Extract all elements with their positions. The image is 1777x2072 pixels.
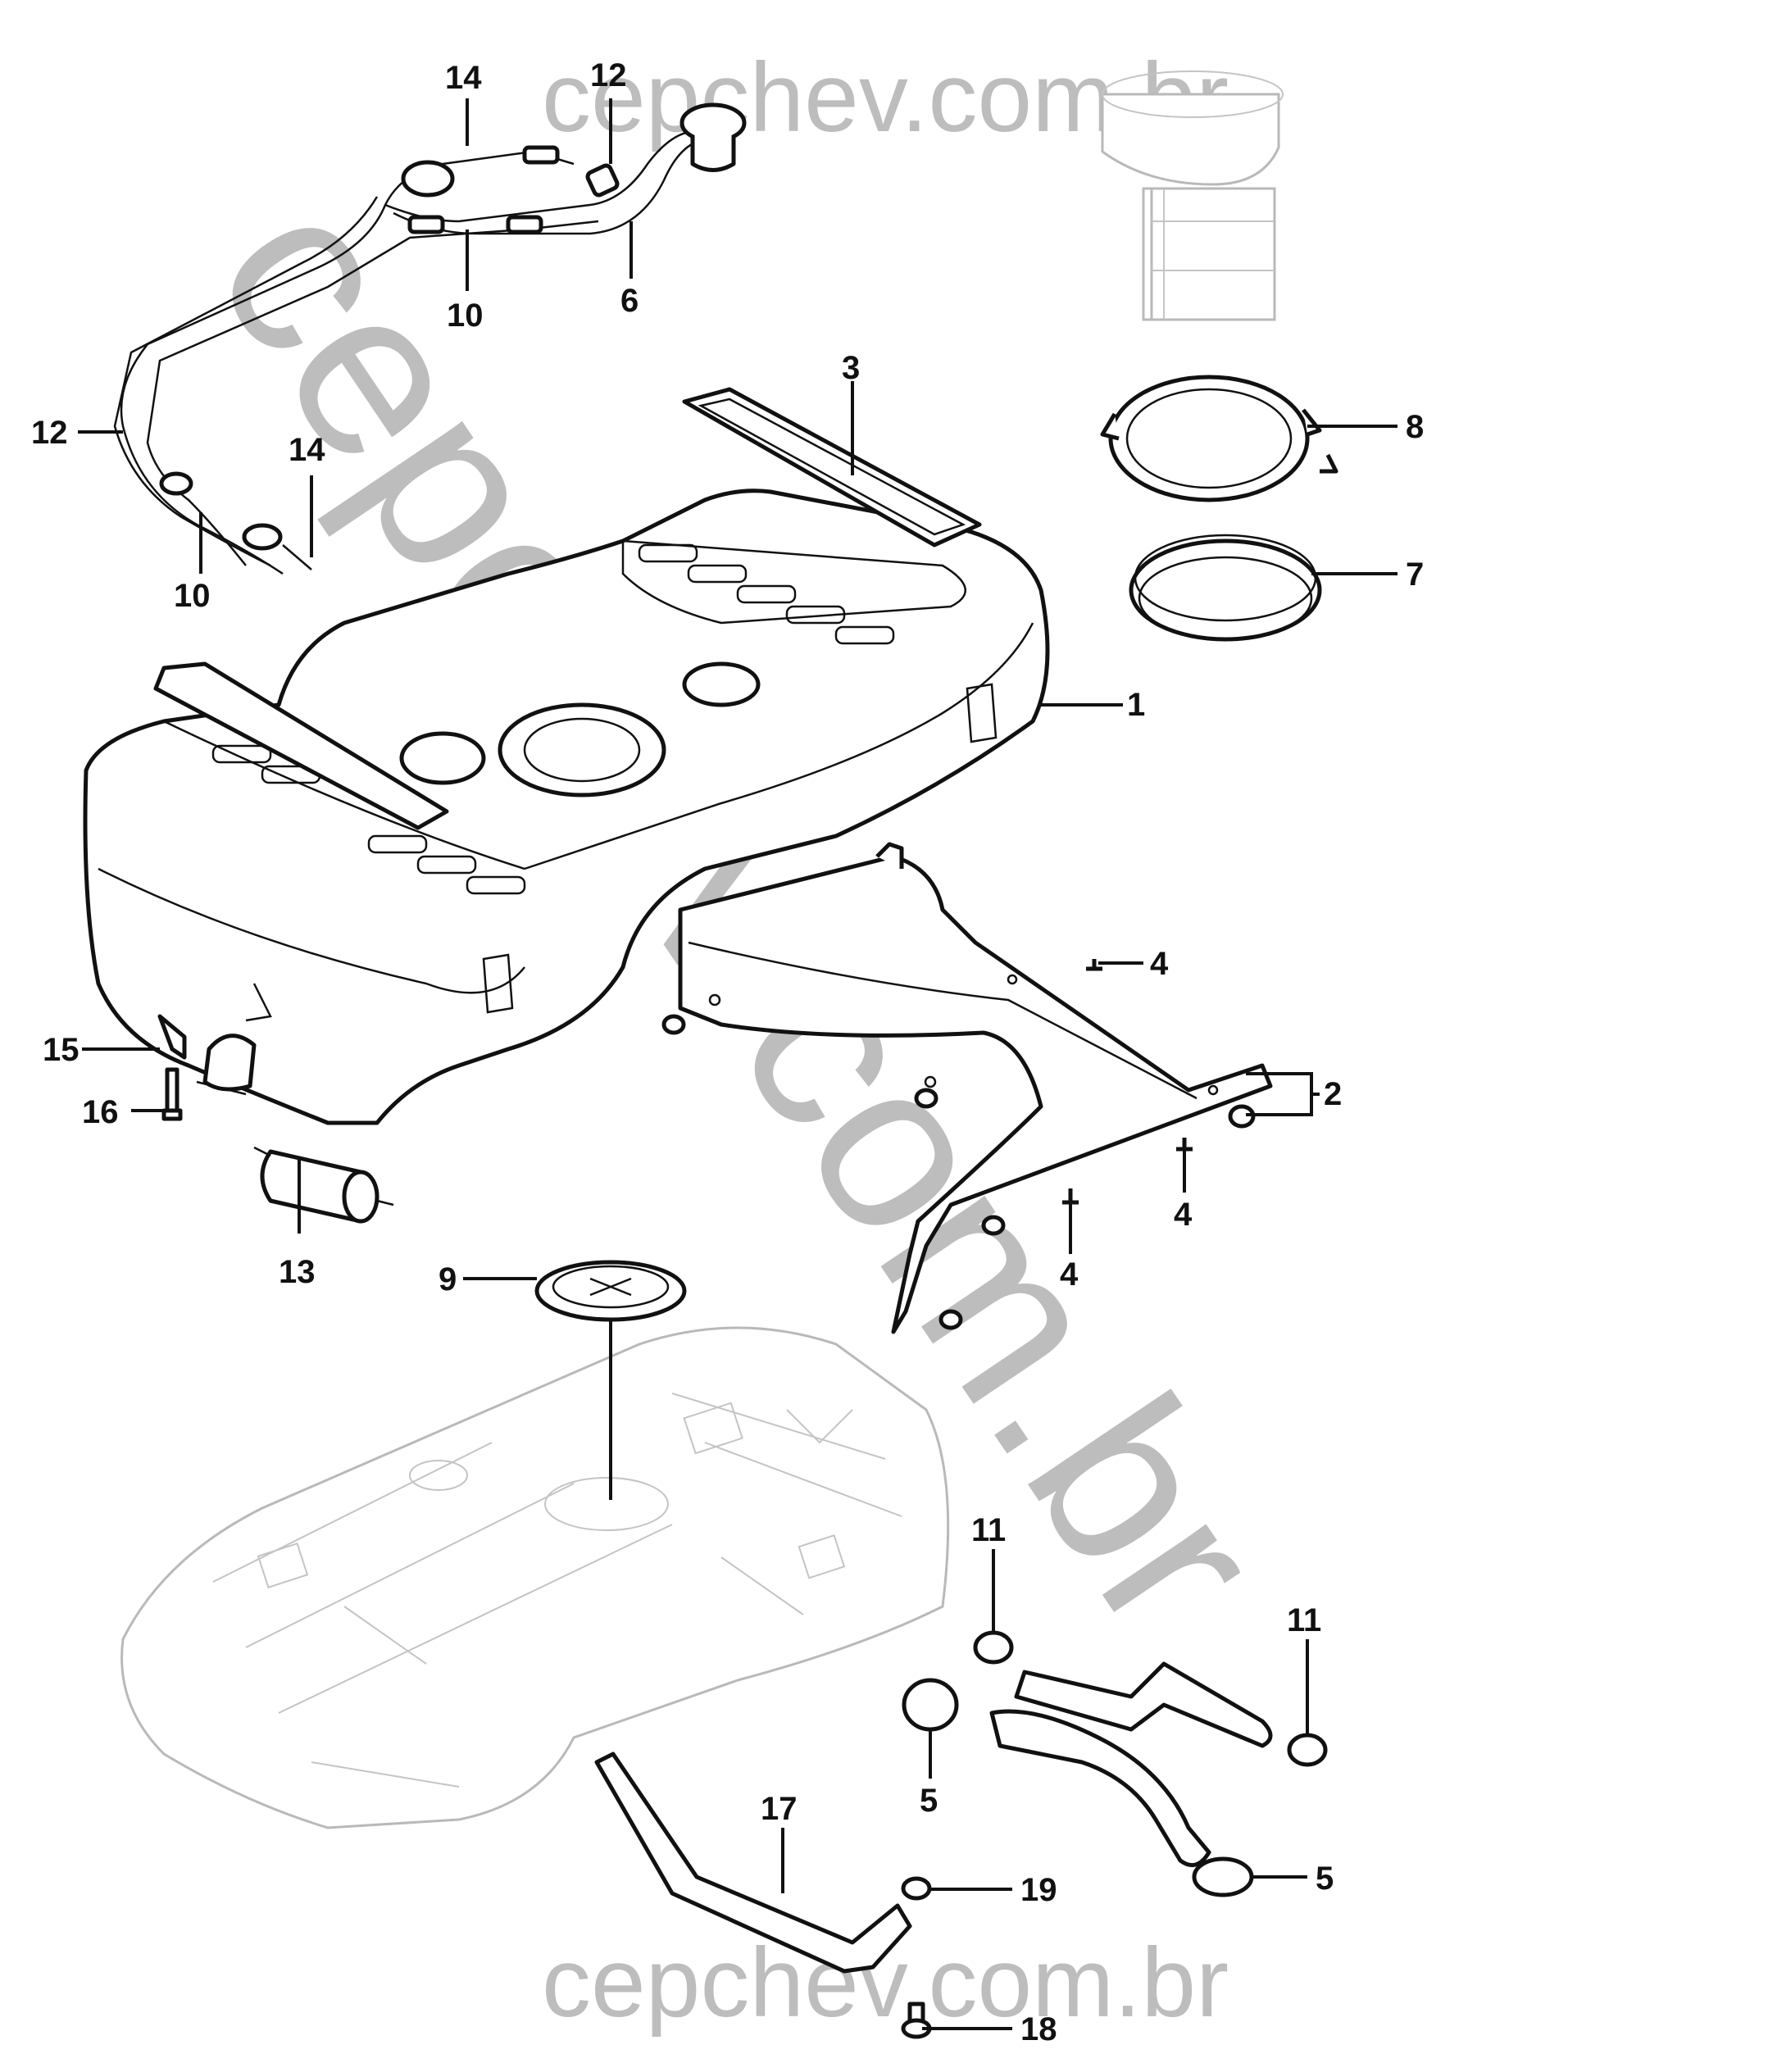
callout-13: 13 — [279, 1254, 316, 1290]
callout-10-upper: 10 — [447, 298, 484, 334]
callout-18: 18 — [1020, 2011, 1057, 2047]
part-clamp-bracket — [157, 1014, 257, 1096]
callout-10-lower: 10 — [174, 578, 211, 614]
part-pump-cover — [534, 1260, 687, 1322]
callout-11-left: 11 — [971, 1512, 1006, 1548]
part-seal — [1129, 534, 1322, 642]
part-hose-clamps — [902, 1630, 1328, 1897]
part-tank-strap — [594, 1752, 932, 2039]
callout-15: 15 — [43, 1032, 80, 1068]
callout-4-upper: 4 — [1150, 946, 1169, 982]
callout-12-left: 12 — [31, 415, 68, 451]
part-fuel-filter — [253, 1146, 394, 1224]
callout-9: 9 — [439, 1261, 457, 1297]
callout-19: 19 — [1020, 1872, 1057, 1908]
callout-4-lower: 4 — [1060, 1256, 1079, 1293]
callout-4-right: 4 — [1174, 1197, 1193, 1233]
callout-14-mid: 14 — [289, 432, 325, 468]
callout-17: 17 — [761, 1791, 798, 1827]
callout-5-right: 5 — [1316, 1861, 1334, 1897]
part-heat-shield — [682, 387, 982, 548]
part-filler-hoses — [989, 1661, 1273, 1868]
callout-8: 8 — [1406, 409, 1424, 445]
callout-3: 3 — [842, 350, 860, 386]
ghost-fuel-tank — [120, 1326, 950, 1829]
callout-labels: 1 2 3 4 4 4 5 5 6 7 8 9 10 10 11 11 12 1… — [31, 57, 1424, 2047]
callout-1: 1 — [1127, 687, 1145, 723]
callout-11-right: 11 — [1287, 1602, 1321, 1638]
callout-6: 6 — [620, 283, 639, 319]
callout-5-left: 5 — [920, 1783, 938, 1819]
callout-2: 2 — [1324, 1076, 1342, 1112]
part-bolt-16 — [161, 1067, 183, 1121]
ghost-fuel-pump-module — [1101, 70, 1284, 321]
callout-7: 7 — [1406, 557, 1424, 593]
part-fuel-tank — [83, 488, 1050, 1125]
part-lock-ring — [1100, 375, 1338, 502]
leader-lines — [78, 98, 1398, 2030]
callout-14-top: 14 — [445, 60, 482, 96]
callout-16: 16 — [82, 1094, 119, 1130]
callout-12-top: 12 — [590, 57, 627, 93]
part-fuel-lines — [113, 102, 747, 575]
part-skid-plate — [661, 842, 1273, 1334]
